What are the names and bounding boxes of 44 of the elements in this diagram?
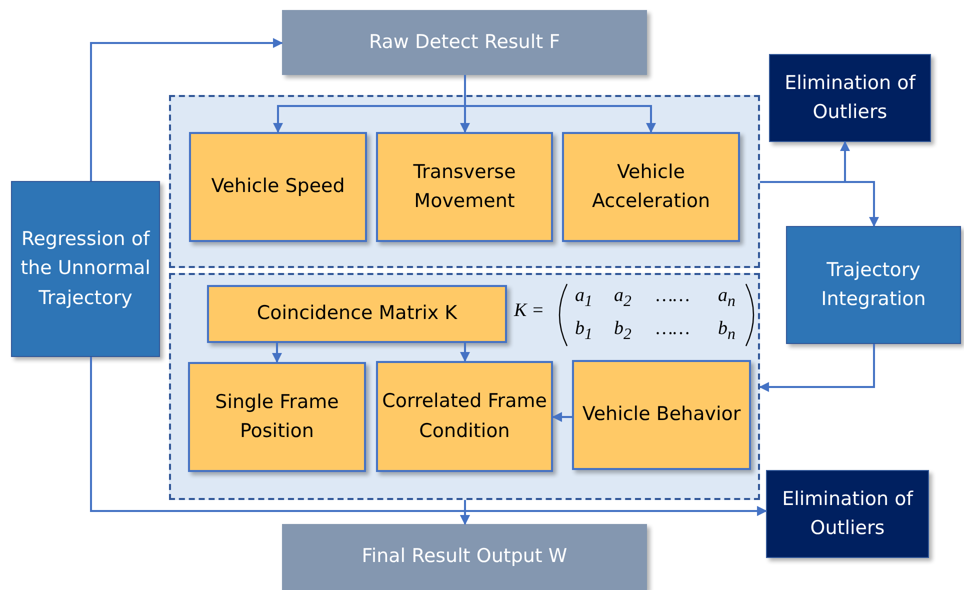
box-label: Final Result Output W xyxy=(362,544,568,570)
arrow xyxy=(759,344,875,392)
box-label: Vehicle Acceleration xyxy=(590,160,712,214)
box-label: Trajectory Integration xyxy=(820,258,927,312)
box-label: Elimination of Outliers xyxy=(784,70,917,125)
arrow xyxy=(760,181,879,227)
process-box xyxy=(11,181,160,357)
box-label: Correlated Frame Condition xyxy=(381,389,548,444)
arrow xyxy=(552,412,572,422)
process-box xyxy=(376,132,553,242)
process-box xyxy=(188,362,366,472)
process-box xyxy=(189,132,367,242)
matrix-entry: a$_{n}$ xyxy=(718,285,736,311)
result-box xyxy=(282,10,647,75)
arrow xyxy=(460,343,470,362)
process-box xyxy=(769,54,931,142)
arrow xyxy=(90,38,283,181)
box-label: Regression of the Unnormal Trajectory xyxy=(20,226,152,311)
matrix-entry: a$_{2}$ xyxy=(614,285,632,311)
dashed-group-panel xyxy=(169,95,760,268)
box-label: Vehicle Behavior xyxy=(582,402,741,428)
dashed-group-panel xyxy=(169,273,760,500)
box-label: Coincidence Matrix K xyxy=(256,301,458,326)
matrix-entry: a$_{1}$ xyxy=(575,285,592,311)
box-label: Vehicle Speed xyxy=(211,174,345,200)
arrow xyxy=(272,343,282,363)
box-label: Single Frame Position xyxy=(214,390,340,444)
matrix-entry: …… xyxy=(656,318,690,340)
process-box xyxy=(786,226,961,344)
process-box xyxy=(572,360,751,470)
box-label: Transverse Movement xyxy=(412,160,517,214)
process-box xyxy=(562,132,740,242)
matrix-entry: b$_{1}$ xyxy=(575,318,592,344)
matrix-entry: b$_{n}$ xyxy=(718,318,736,344)
result-box xyxy=(282,524,647,590)
box-label: Elimination of Outliers xyxy=(781,486,914,541)
process-box xyxy=(766,470,929,558)
process-box xyxy=(376,361,553,472)
formula-text: K = xyxy=(514,300,544,322)
arrow xyxy=(464,500,767,516)
box-label: Raw Detect Result F xyxy=(368,30,560,55)
matrix-entry: b$_{2}$ xyxy=(614,318,632,344)
matrix-entry: …… xyxy=(656,285,690,307)
process-box xyxy=(207,285,507,343)
